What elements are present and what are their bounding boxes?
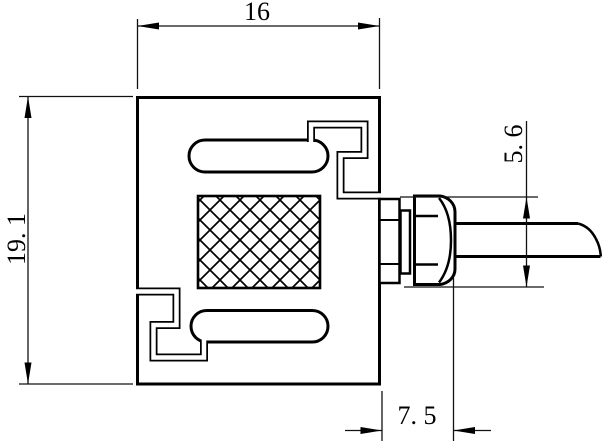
upper-cut-gap <box>308 122 385 198</box>
dimension-body-height <box>19 95 133 385</box>
gland-boss <box>378 197 401 285</box>
dim-label-gland-protrusion: 7. 5 <box>398 401 437 430</box>
lower-left-relief-cut <box>132 287 208 362</box>
arrowhead-top <box>24 96 32 118</box>
arrowhead-right <box>453 427 475 434</box>
dimension-body-width <box>136 18 381 89</box>
arrowhead-left <box>137 22 159 30</box>
upper-right-relief-cut <box>307 120 385 200</box>
dimension-gland-protrusion <box>345 278 491 441</box>
dim-label-body-width: 16 <box>244 0 270 26</box>
hex-facet-arc <box>437 197 453 284</box>
lower-cut-gap <box>132 289 207 360</box>
upper-slot <box>187 138 330 174</box>
load-cell-part <box>132 96 603 386</box>
lower-slot <box>189 309 330 344</box>
cable-break-line <box>577 222 603 257</box>
arrowhead-top <box>523 197 530 219</box>
strain-gauge-hatch-block <box>196 194 322 290</box>
arrowhead-left <box>360 427 382 434</box>
dimension-gland-diameter <box>400 121 544 288</box>
arrowhead-bottom <box>523 265 530 287</box>
arrowhead-bottom <box>24 362 32 384</box>
cable-gland-assembly <box>378 194 603 286</box>
arrowhead-right <box>358 22 380 30</box>
dim-label-gland-diameter: 5. 6 <box>499 125 528 164</box>
hex-nut-outline <box>413 194 457 286</box>
dim-label-body-height: 19. 1 <box>2 213 31 265</box>
gland-collar <box>399 209 412 275</box>
